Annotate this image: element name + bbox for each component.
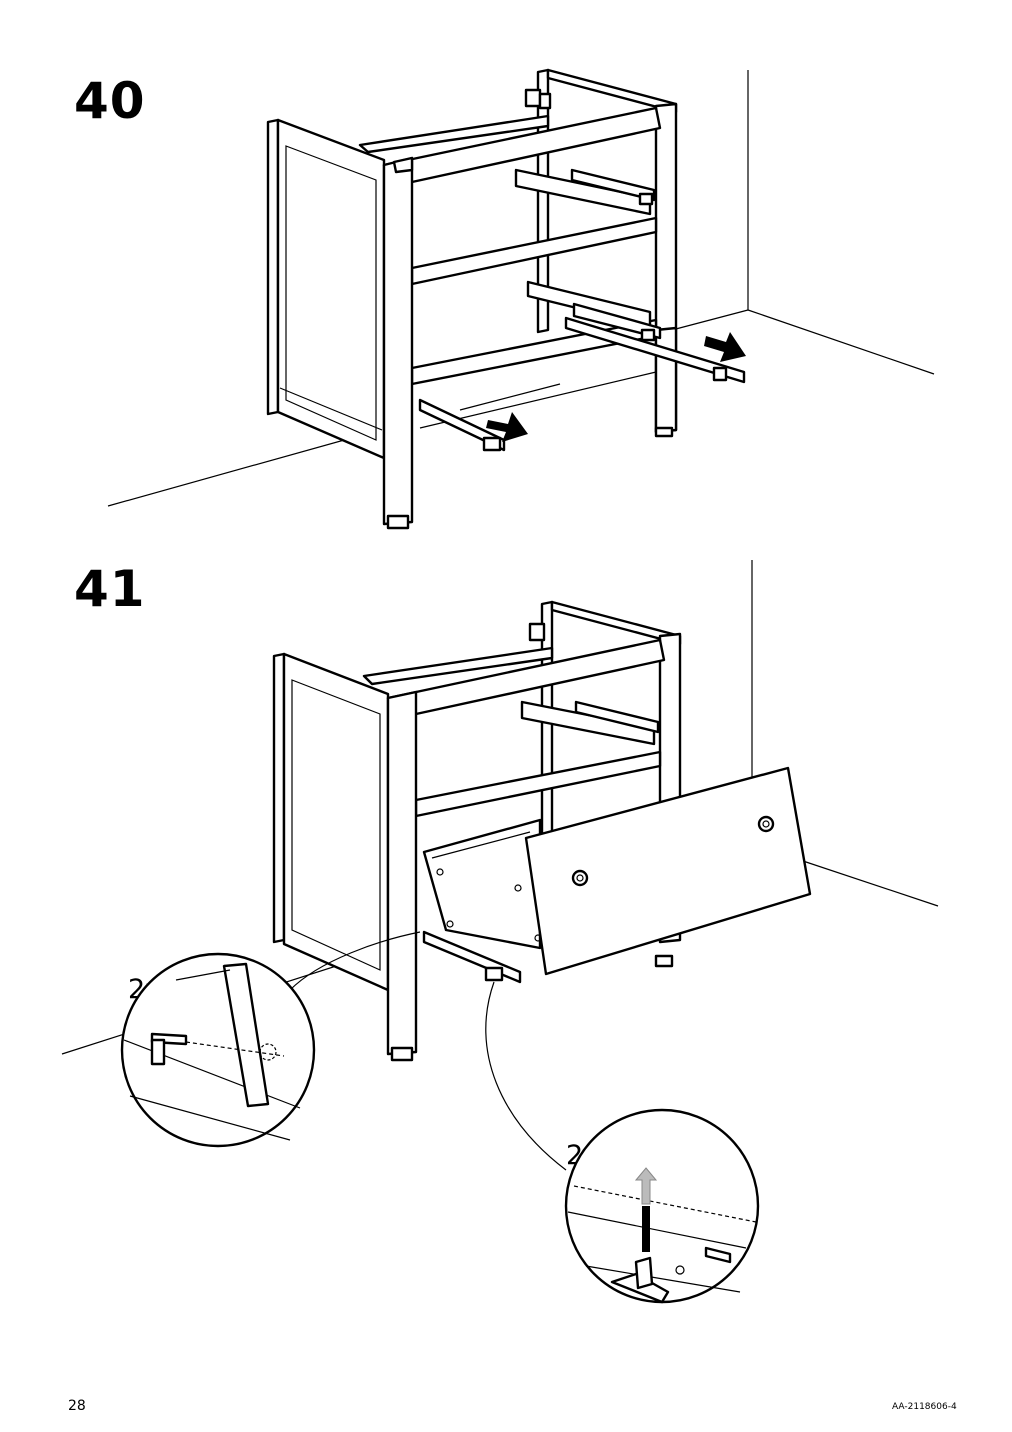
step-number-41: 41 — [74, 560, 146, 618]
detail-circle-left — [120, 931, 421, 1148]
pull-arrow-icon — [486, 412, 528, 442]
step-number-40: 40 — [74, 72, 146, 130]
step-40-illustration — [107, 68, 935, 530]
step-41-illustration — [61, 560, 939, 1304]
floor-wall-line-left — [107, 429, 381, 507]
page-number: 28 — [68, 1398, 86, 1414]
detail-circle-right — [485, 981, 760, 1304]
floor-wall-line-right — [799, 859, 939, 907]
drawer-front-panel — [524, 766, 812, 976]
knob-hole-icon — [757, 815, 775, 833]
pull-arrow-icon — [704, 332, 746, 362]
floor-wall-line-mid — [671, 309, 749, 331]
floor-wall-line-right — [747, 309, 935, 375]
knob-hole-icon — [571, 869, 589, 887]
drawer-box — [422, 766, 812, 984]
document-code: AA-2118606-4 — [892, 1402, 957, 1412]
cabinet-frame-40 — [266, 68, 678, 530]
cabinet-frame-41 — [272, 600, 682, 1062]
arrow-up-icon — [634, 1167, 658, 1205]
drawer-runners-40 — [418, 168, 746, 452]
